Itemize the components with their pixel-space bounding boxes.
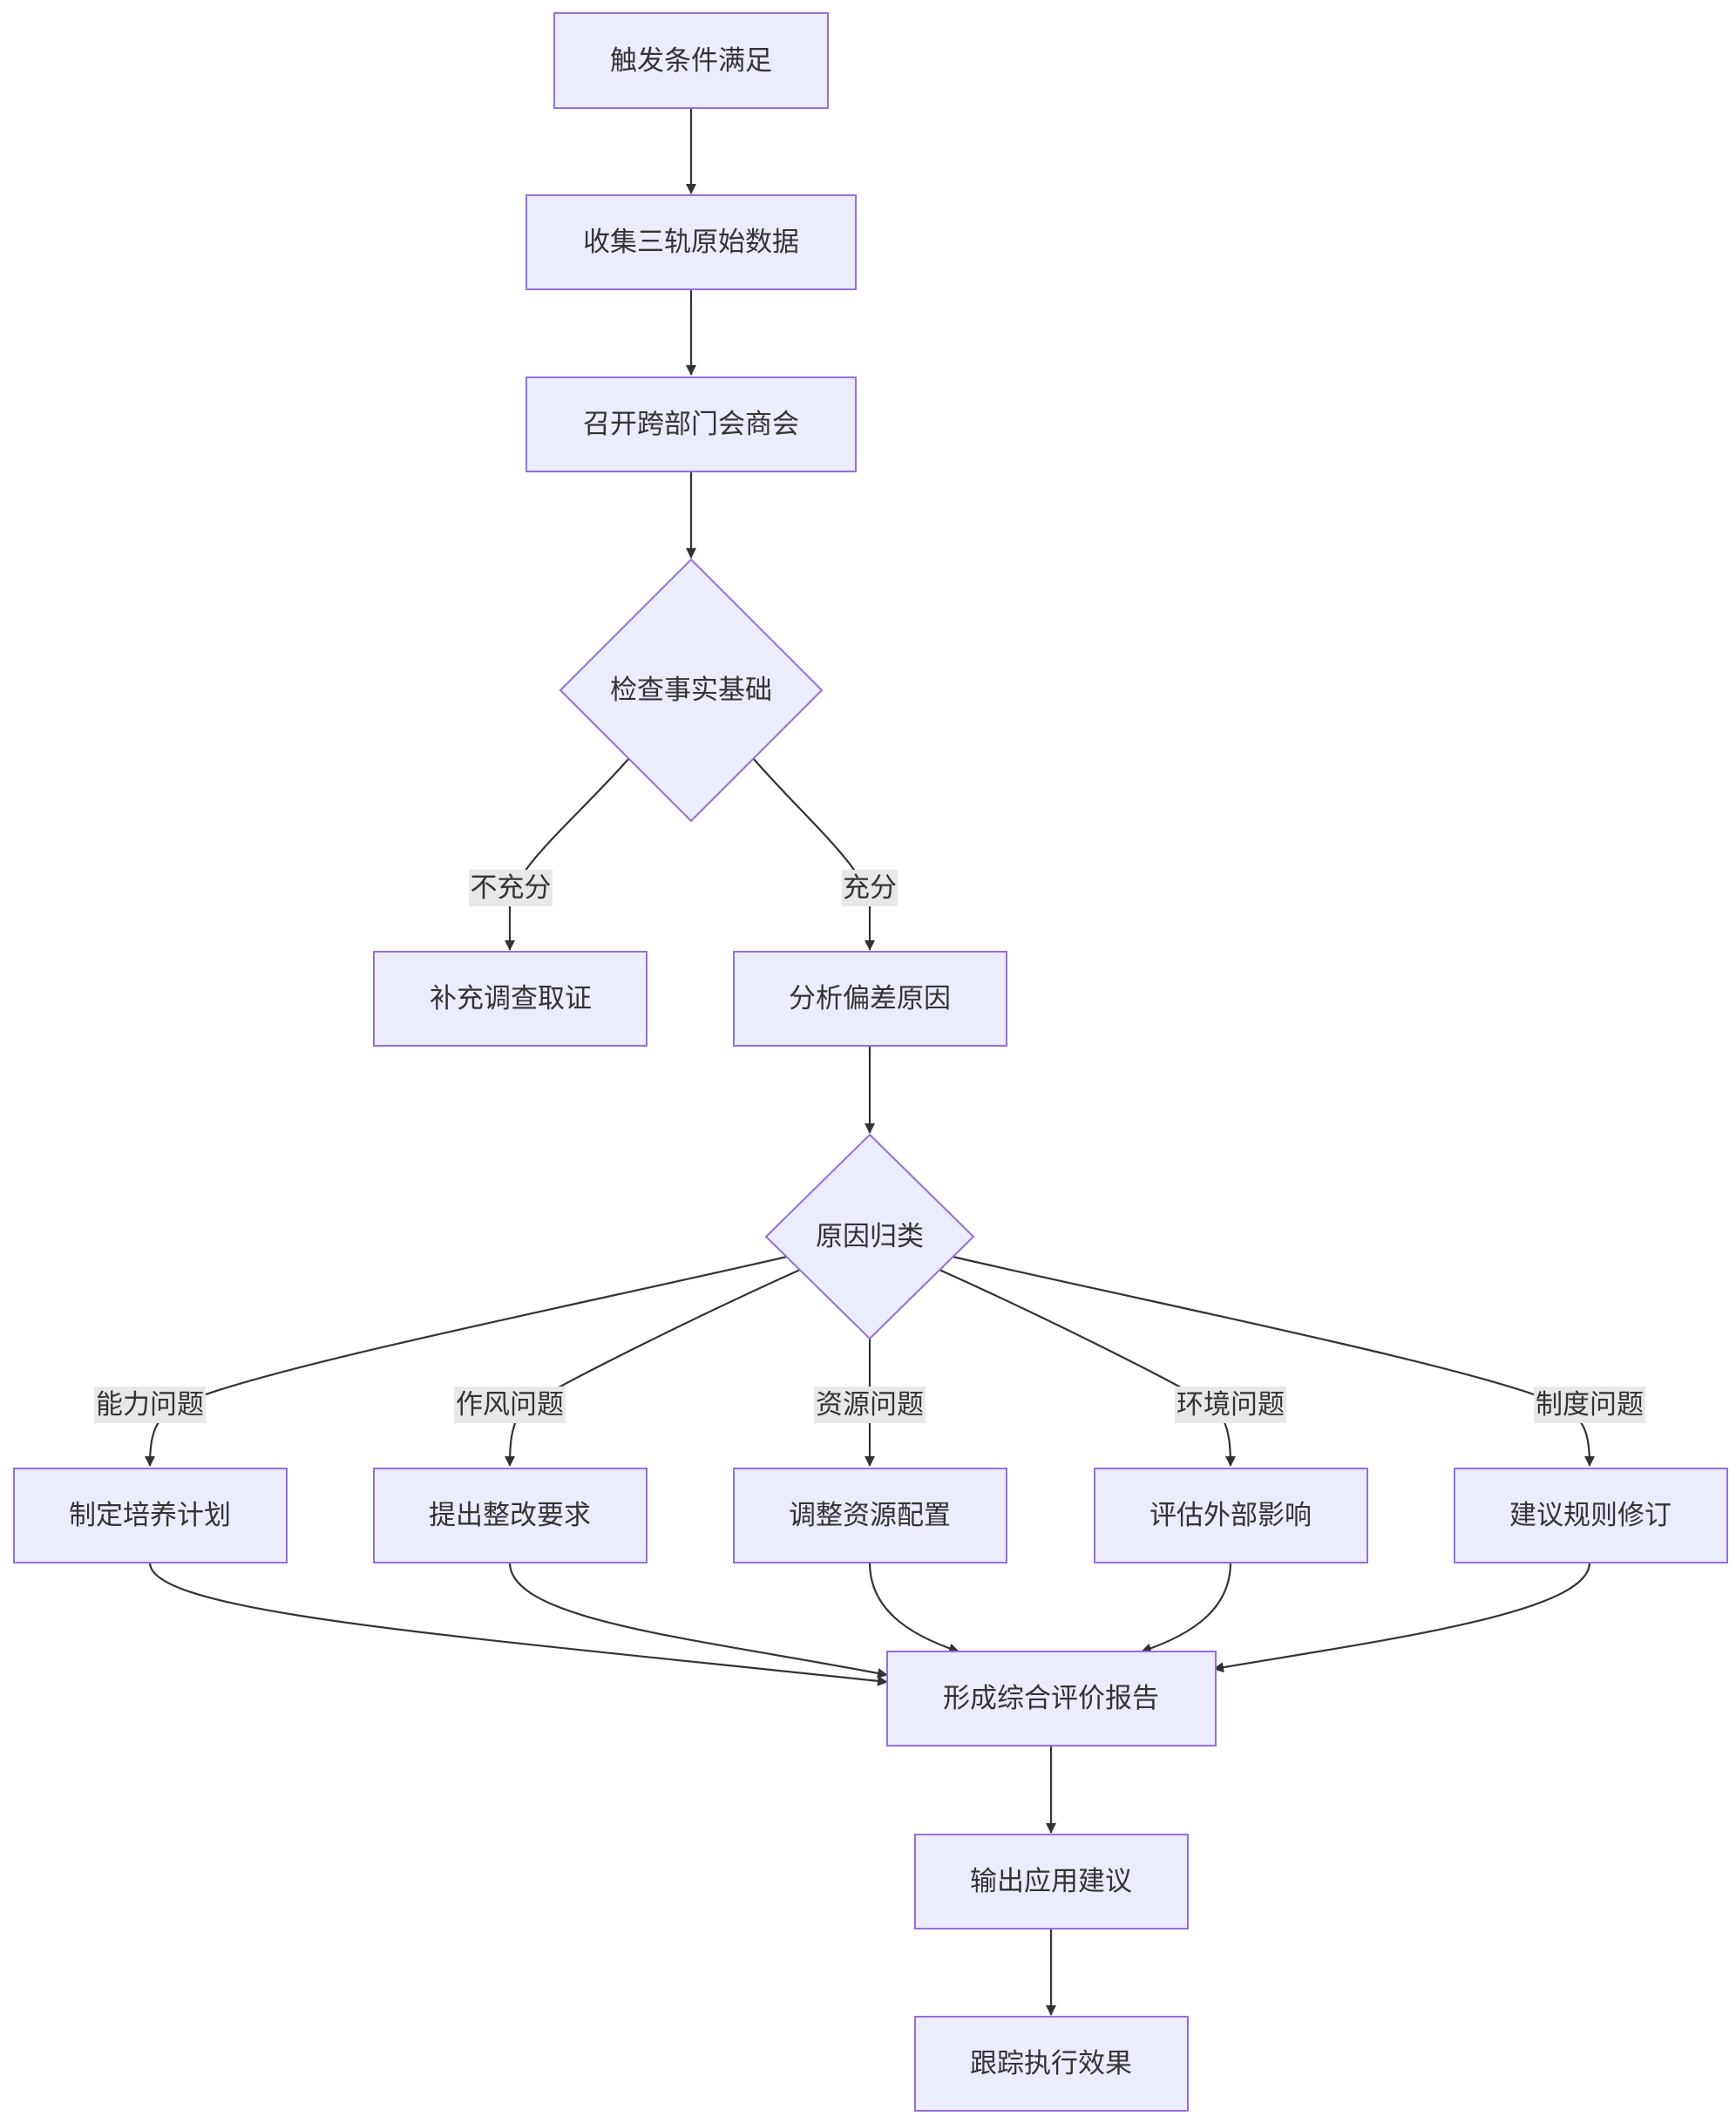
edge-label-style: 作风问题 (454, 1387, 566, 1423)
edge-classify-training (145, 1255, 788, 1467)
svg-text:检查事实基础: 检查事实基础 (610, 675, 772, 706)
edge-label-environment: 环境问题 (1175, 1387, 1286, 1423)
svg-text:召开跨部门会商会: 召开跨部门会商会 (583, 409, 799, 440)
svg-text:原因归类: 原因归类 (816, 1221, 924, 1252)
edge-resource-report (868, 1562, 960, 1654)
nodes: 触发条件满足 收集三轨原始数据 召开跨部门会商会 检查事实基础 补充调查取证 分… (13, 12, 1728, 2112)
svg-text:充分: 充分 (843, 872, 897, 904)
svg-text:制度问题: 制度问题 (1536, 1389, 1644, 1421)
svg-text:作风问题: 作风问题 (456, 1389, 564, 1421)
node-track: 跟踪执行效果 (914, 2016, 1189, 2112)
node-report: 形成综合评价报告 (886, 1651, 1217, 1746)
svg-text:触发条件满足: 触发条件满足 (610, 45, 772, 77)
svg-text:输出应用建议: 输出应用建议 (970, 1866, 1132, 1897)
node-supplement: 补充调查取证 (373, 951, 648, 1047)
node-output: 输出应用建议 (914, 1834, 1189, 1929)
svg-text:补充调查取证: 补充调查取证 (430, 983, 592, 1014)
edge-classify-external (939, 1268, 1236, 1467)
node-trigger: 触发条件满足 (553, 12, 829, 109)
svg-text:调整资源配置: 调整资源配置 (789, 1500, 951, 1531)
edge-external-report (1141, 1562, 1232, 1654)
node-rules: 建议规则修订 (1454, 1468, 1728, 1563)
edge-classify-rules (952, 1255, 1595, 1467)
svg-text:建议规则修订: 建议规则修订 (1509, 1500, 1672, 1531)
svg-text:形成综合评价报告: 形成综合评价报告 (943, 1683, 1159, 1714)
edge-training-report (148, 1562, 888, 1686)
svg-text:不充分: 不充分 (471, 872, 552, 904)
node-external: 评估外部影响 (1094, 1468, 1368, 1563)
node-meeting: 召开跨部门会商会 (526, 376, 857, 472)
edge-check-analyze (753, 758, 875, 951)
svg-text:分析偏差原因: 分析偏差原因 (789, 983, 951, 1014)
node-resource: 调整资源配置 (733, 1468, 1007, 1563)
svg-text:制定培养计划: 制定培养计划 (69, 1500, 231, 1531)
edge-label-ability: 能力问题 (94, 1387, 206, 1423)
node-analyze: 分析偏差原因 (733, 951, 1007, 1047)
svg-text:环境问题: 环境问题 (1177, 1389, 1285, 1421)
edge-rules-report (1213, 1562, 1591, 1673)
node-check-diamond: 检查事实基础 (559, 558, 824, 823)
svg-text:收集三轨原始数据: 收集三轨原始数据 (583, 227, 799, 258)
node-classify-diamond: 原因归类 (764, 1133, 975, 1340)
edge-label-sufficient: 充分 (842, 870, 898, 906)
svg-text:提出整改要求: 提出整改要求 (429, 1500, 591, 1531)
edge-label-system: 制度问题 (1534, 1387, 1645, 1423)
edge-check-supplement (505, 758, 629, 951)
edge-classify-rectify (505, 1268, 801, 1467)
node-rectify: 提出整改要求 (373, 1468, 648, 1563)
node-collect: 收集三轨原始数据 (526, 194, 857, 290)
edges (145, 108, 1595, 2016)
svg-text:能力问题: 能力问题 (96, 1389, 204, 1421)
svg-text:跟踪执行效果: 跟踪执行效果 (970, 2048, 1132, 2079)
edge-label-insufficient: 不充分 (469, 870, 553, 906)
svg-text:评估外部影响: 评估外部影响 (1149, 1500, 1312, 1531)
node-training: 制定培养计划 (13, 1468, 288, 1563)
svg-text:资源问题: 资源问题 (816, 1389, 924, 1421)
edge-rectify-report (508, 1562, 888, 1679)
edge-labels: 不充分 充分 能力问题 作风问题 资源问题 环境问题 制度问题 (94, 870, 1645, 1423)
edge-label-resource: 资源问题 (814, 1387, 926, 1423)
